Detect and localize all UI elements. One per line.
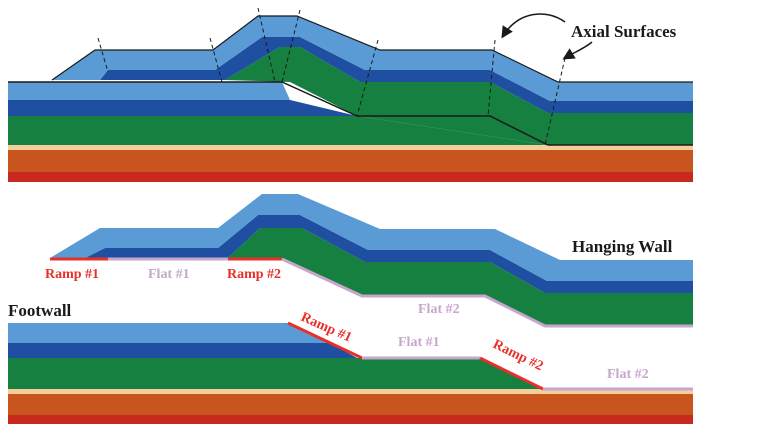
bottom-footwall-darkblue: [8, 343, 357, 358]
axial-surfaces-label: Axial Surfaces: [571, 22, 677, 41]
bottom-red-layer: [8, 415, 693, 424]
hw-ramp1-label: Ramp #1: [45, 267, 99, 282]
top-orange-layer: [8, 150, 693, 172]
axial-surface-6: [487, 39, 496, 117]
hw-flat2-label: Flat #2: [418, 302, 460, 317]
fw-ramp2-line: [479, 356, 544, 391]
bottom-hangingwall-green: [228, 228, 693, 325]
fw-ramp1-line: [287, 321, 363, 360]
bottom-hangingwall-darkblue: [85, 215, 693, 293]
top-hangingwall-darkblue: [100, 37, 693, 113]
bottom-orange-layer: [8, 394, 693, 415]
axial-surface-4: [281, 9, 301, 83]
bottom-footwall-green: [8, 358, 543, 389]
footwall-label: Footwall: [8, 301, 72, 320]
top-red-layer: [8, 172, 693, 182]
axial-arrow-1: [501, 13, 566, 39]
axial-surface-5: [356, 39, 379, 117]
axial-arrow-2: [562, 41, 593, 60]
top-panel: Axial Surfaces: [8, 7, 693, 182]
bottom-hangingwall-lightblue: [50, 194, 693, 281]
top-fault-trace: [8, 81, 693, 146]
axial-surface-lines: [97, 7, 566, 146]
axial-surface-7: [544, 57, 566, 146]
hw-flat2-line: [281, 257, 693, 328]
hanging-wall-label: Hanging Wall: [572, 237, 673, 256]
top-tan-layer: [8, 145, 693, 150]
top-hangingwall-lightblue: [52, 16, 693, 101]
top-footwall-darkblue: [8, 100, 357, 116]
bottom-footwall-lightblue: [8, 323, 330, 343]
axial-surface-3: [257, 7, 276, 83]
top-footwall-lightblue: [8, 82, 290, 100]
top-surface-outline: [51, 15, 693, 83]
axial-surface-1: [97, 37, 109, 73]
top-footwall-green: [8, 116, 548, 145]
bottom-tan-layer: [8, 389, 693, 394]
hw-ramp2-label: Ramp #2: [227, 267, 281, 282]
axial-surface-2: [209, 37, 223, 83]
fw-flat2-label: Flat #2: [607, 367, 649, 382]
fw-flat1-label: Flat #1: [398, 335, 440, 350]
hw-flat1-label: Flat #1: [148, 267, 190, 282]
bottom-panel: Hanging Wall Footwall Ramp #1 Flat #1 Ra…: [8, 194, 693, 424]
